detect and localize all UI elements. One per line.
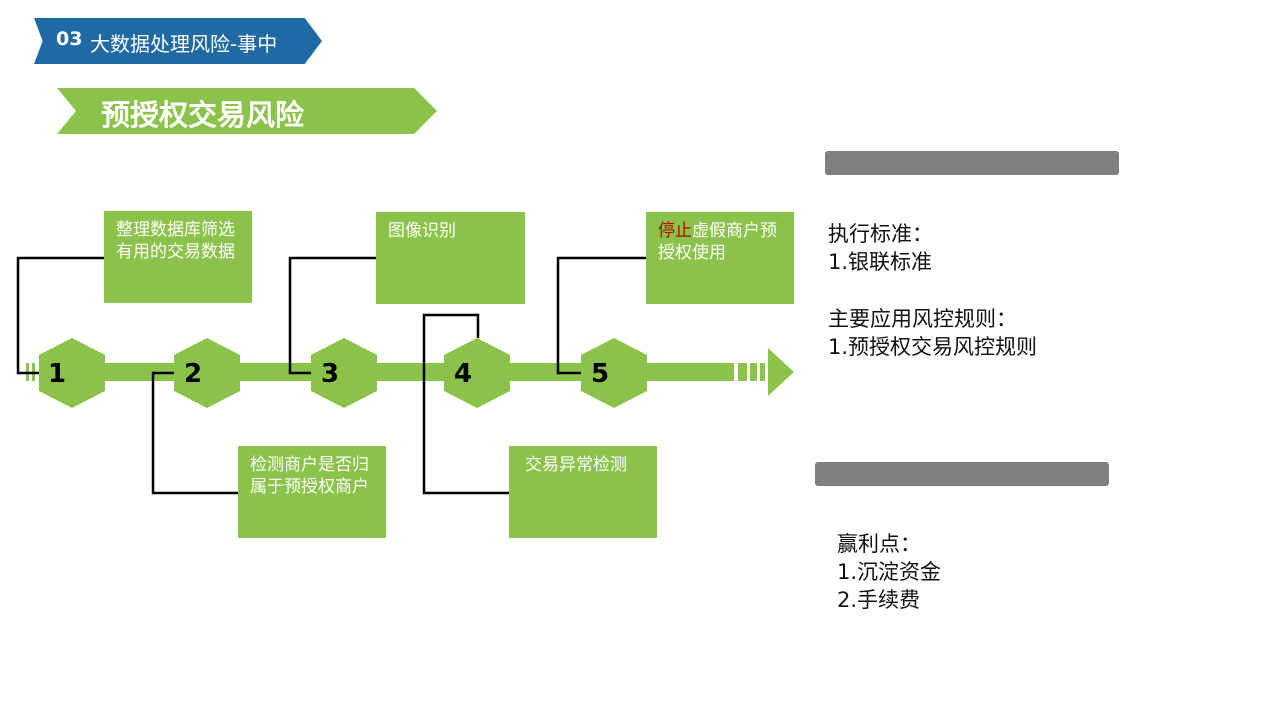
- panel-bottom-divider: [815, 462, 1109, 486]
- profit-item-1: 1.沉淀资金: [837, 560, 942, 584]
- step-node-5: [581, 338, 647, 408]
- step-box-1: 整理数据库筛选有用的交易数据: [104, 211, 252, 303]
- section-number: 03: [56, 28, 83, 50]
- step-node-4: [444, 338, 510, 408]
- connector-step-3: [288, 256, 376, 375]
- page-title-banner: 预授权交易风险: [57, 88, 437, 134]
- step-text-5-highlight: 停止: [658, 221, 692, 241]
- step-text-1: 整理数据库筛选有用的交易数据: [116, 220, 235, 262]
- step-node-3: [311, 338, 377, 408]
- step-box-5: 停止虚假商户预授权使用: [646, 212, 794, 304]
- step-box-4: 交易异常检测: [509, 446, 657, 538]
- rules-item: 1.预授权交易风控规则: [828, 335, 1038, 359]
- step-box-2: 检测商户是否归属于预授权商户: [238, 446, 386, 538]
- step-node-2: [174, 338, 240, 408]
- connector-step-5: [556, 256, 646, 375]
- step-number-4: 4: [454, 359, 472, 389]
- connector-step-1: [16, 256, 104, 375]
- timeline-dash-2: [750, 363, 757, 381]
- profit-item-2: 2.手续费: [837, 588, 921, 612]
- step-text-5: 虚假商户预授权使用: [658, 221, 777, 263]
- connector-step-2: [151, 371, 238, 495]
- step-box-3: 图像识别: [376, 212, 525, 304]
- section-banner: 03 大数据处理风险-事中: [34, 18, 322, 64]
- step-text-2: 检测商户是否归属于预授权商户: [250, 455, 369, 497]
- timeline-arrowhead: [768, 348, 794, 396]
- section-title: 大数据处理风险-事中: [90, 32, 278, 56]
- step-number-1: 1: [48, 359, 66, 389]
- profit-label: 赢利点：: [837, 532, 921, 556]
- step-number-5: 5: [591, 359, 609, 389]
- connector-step-4: [422, 313, 509, 495]
- timeline-dash-1: [738, 363, 747, 381]
- standard-label: 执行标准：: [828, 222, 933, 246]
- timeline-dash-3: [760, 363, 765, 381]
- step-number-2: 2: [184, 359, 202, 389]
- step-number-3: 3: [321, 359, 339, 389]
- step-text-3: 图像识别: [388, 221, 456, 241]
- standard-item: 1.银联标准: [828, 250, 933, 274]
- step-node-1: [39, 338, 105, 408]
- panel-top-divider: [825, 151, 1119, 175]
- page-title: 预授权交易风险: [101, 98, 305, 132]
- step-text-4: 交易异常检测: [525, 455, 627, 475]
- rules-label: 主要应用风控规则：: [828, 307, 1017, 331]
